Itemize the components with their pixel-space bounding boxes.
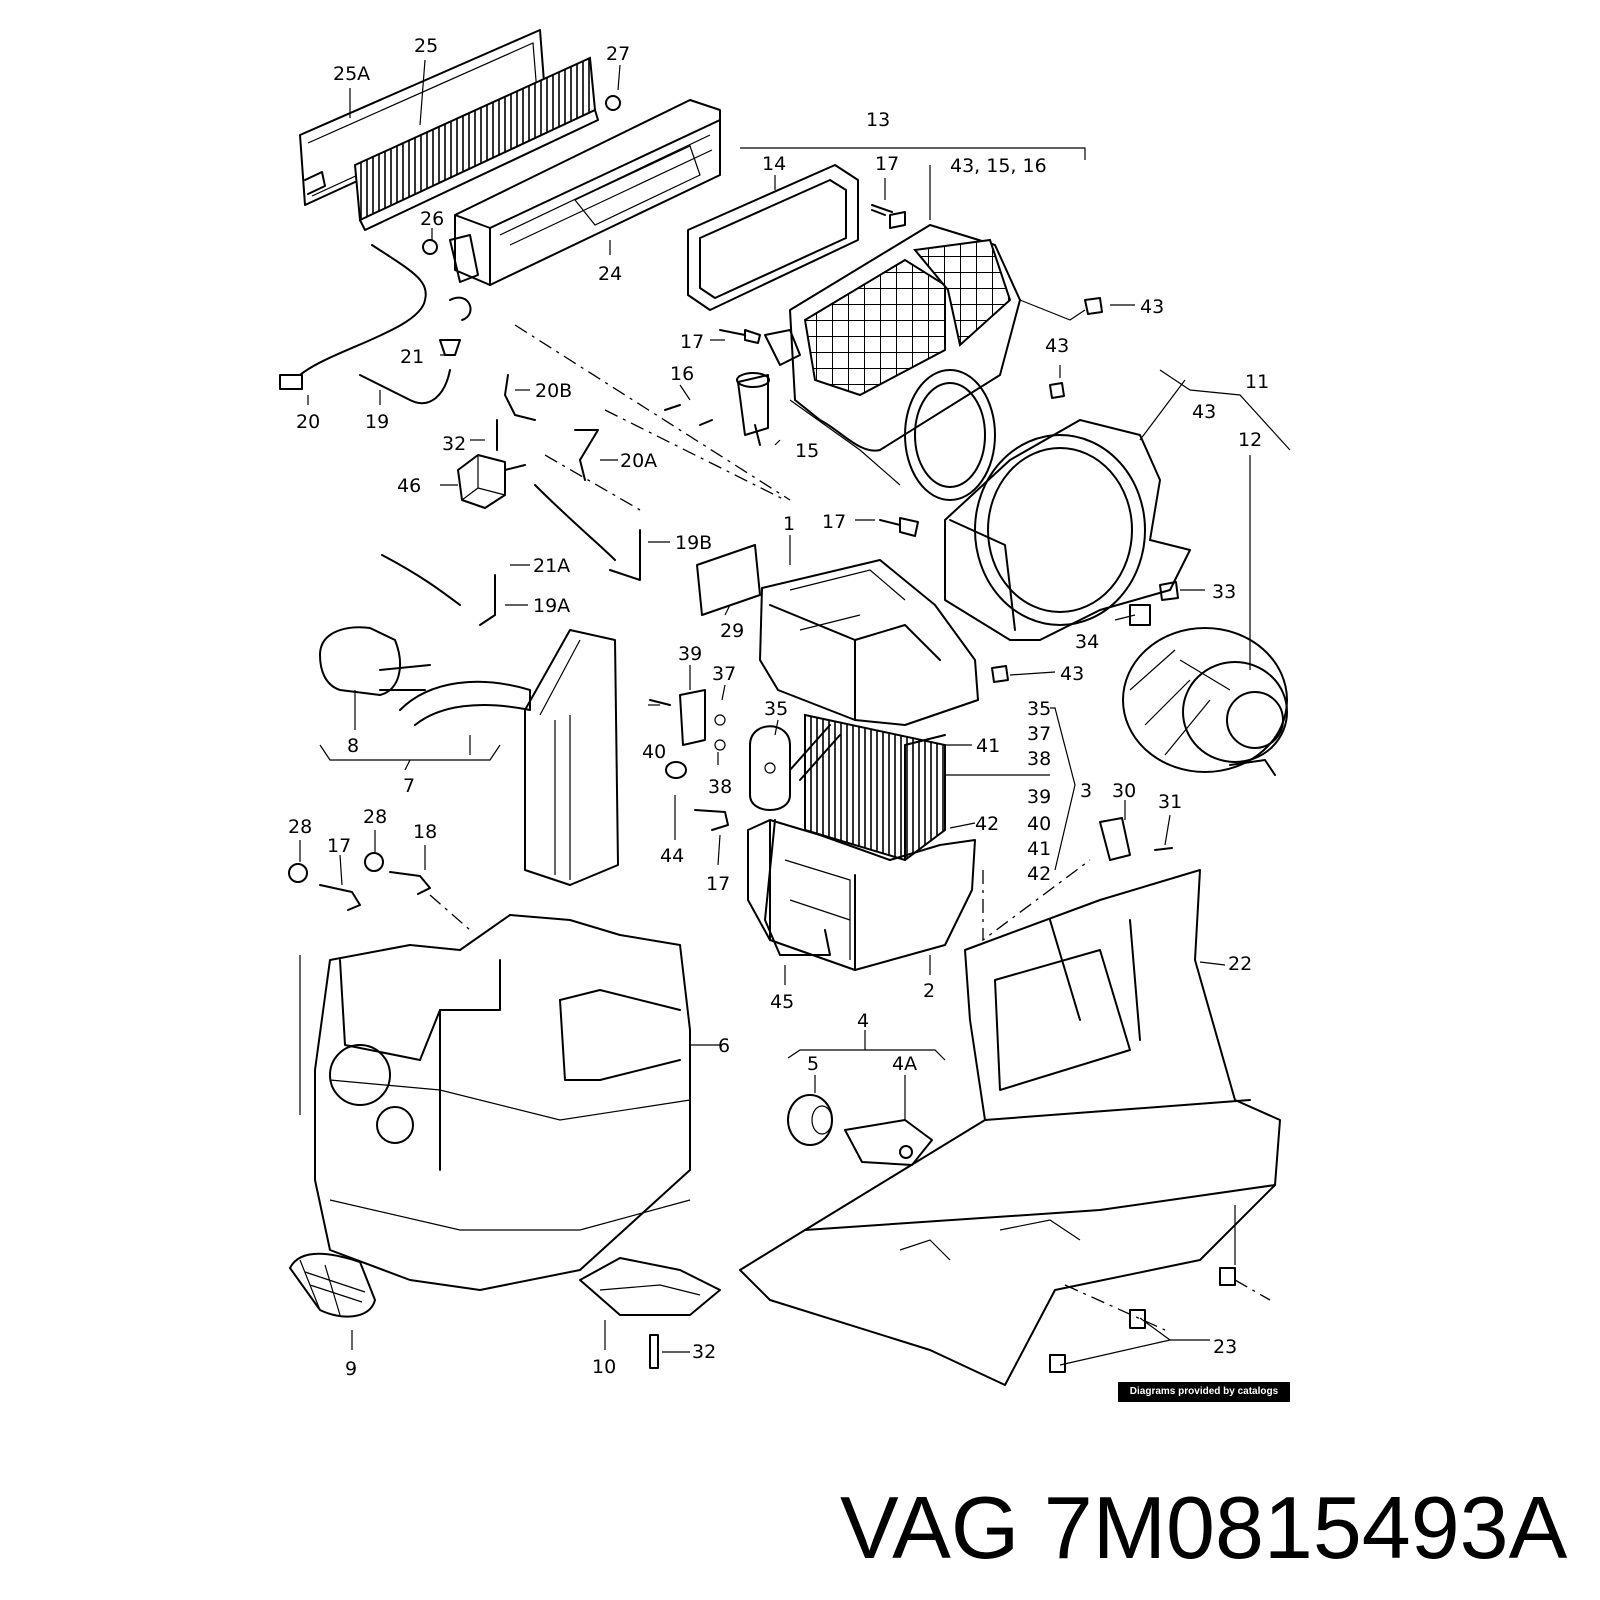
- main-heater-housing-6: [314, 914, 691, 1291]
- blower-housing-11: [944, 419, 1191, 641]
- assembly-lines: [429, 324, 1271, 1331]
- callout-16: 16: [670, 363, 694, 385]
- callout-33: 33: [1212, 581, 1236, 603]
- expansion-valve-39: [679, 689, 726, 751]
- callout-44: 44: [660, 845, 684, 867]
- callout-41-b: 41: [1027, 838, 1051, 860]
- callout-32-a: 32: [442, 433, 466, 455]
- callout-35-a: 35: [764, 698, 788, 720]
- callout-45: 45: [770, 991, 794, 1013]
- callout-37-a: 37: [712, 663, 736, 685]
- leader-lines: [299, 59, 1291, 1366]
- callout-37-b: 37: [1027, 723, 1051, 745]
- callout-17-b: 17: [680, 331, 704, 353]
- filter-pad-29: [696, 544, 761, 616]
- callout-labels: 25A 25 27 13 14 17 43, 15, 16 26 24 43 2…: [288, 35, 1269, 1380]
- seal-35: [749, 725, 791, 811]
- callout-43-15-16: 43, 15, 16: [950, 155, 1047, 177]
- part-number-title: VAG 7M0815493A: [840, 1478, 1568, 1577]
- callout-43-c: 43: [1192, 401, 1216, 423]
- callout-18: 18: [413, 821, 437, 843]
- cover-22: [739, 869, 1281, 1386]
- callout-39-a: 39: [678, 643, 702, 665]
- callout-25: 25: [414, 35, 438, 57]
- callout-7: 7: [403, 775, 415, 797]
- callout-24: 24: [598, 263, 622, 285]
- fasteners: [288, 204, 1236, 1373]
- callout-39-b: 39: [1027, 786, 1051, 808]
- mount-4a: [844, 1119, 933, 1166]
- callout-5: 5: [807, 1053, 819, 1075]
- callout-1: 1: [783, 513, 795, 535]
- callout-43-b: 43: [1045, 335, 1069, 357]
- callout-11: 11: [1245, 371, 1269, 393]
- callout-42-a: 42: [975, 813, 999, 835]
- diagram-credit-badge: Diagrams provided by catalogs parts: [1118, 1382, 1290, 1417]
- callout-35-b: 35: [1027, 698, 1051, 720]
- callout-31: 31: [1158, 791, 1182, 813]
- upper-housing-13: [764, 224, 1021, 501]
- callout-4a: 4A: [892, 1053, 917, 1075]
- callout-17-d: 17: [327, 835, 351, 857]
- callout-21a: 21A: [533, 555, 570, 577]
- callout-28-b: 28: [363, 806, 387, 828]
- callout-34: 34: [1075, 631, 1099, 653]
- filter-element-25: [353, 56, 599, 231]
- callout-30: 30: [1112, 780, 1136, 802]
- actuator-46: [457, 419, 526, 509]
- callout-15: 15: [795, 440, 819, 462]
- callout-6: 6: [718, 1035, 730, 1057]
- callout-40-b: 40: [1027, 813, 1051, 835]
- vent-9: [289, 1252, 376, 1318]
- callout-46: 46: [397, 475, 421, 497]
- callout-21: 21: [400, 346, 424, 368]
- callout-8: 8: [347, 735, 359, 757]
- callout-38-b: 38: [708, 776, 732, 798]
- resistor-15: [736, 372, 770, 446]
- callout-43-a: 43: [1140, 296, 1164, 318]
- callout-19: 19: [365, 411, 389, 433]
- callout-28-a: 28: [288, 816, 312, 838]
- callout-41-a: 41: [976, 735, 1000, 757]
- callout-3: 3: [1080, 780, 1092, 802]
- mount-5: [787, 1094, 833, 1146]
- callout-9: 9: [345, 1358, 357, 1380]
- callout-43-d: 43: [1060, 663, 1084, 685]
- callout-2: 2: [923, 980, 935, 1002]
- callout-22: 22: [1228, 953, 1252, 975]
- callout-17-top: 17: [875, 153, 899, 175]
- callout-27: 27: [606, 43, 630, 65]
- callout-10: 10: [592, 1356, 616, 1378]
- callout-17-e: 17: [706, 873, 730, 895]
- hose-45: [764, 819, 831, 956]
- callout-20a: 20A: [620, 450, 657, 472]
- duct-10: [579, 1257, 721, 1316]
- callout-23: 23: [1213, 1336, 1237, 1358]
- blower-motor-12: [1122, 627, 1288, 776]
- callout-13: 13: [866, 109, 890, 131]
- sensor-tubes: [381, 374, 641, 626]
- callout-20b: 20B: [535, 380, 572, 402]
- callout-25a: 25A: [333, 63, 370, 85]
- heater-core-7: [319, 626, 619, 886]
- callout-12: 12: [1238, 429, 1262, 451]
- wiring-harness-19-20: [279, 244, 472, 405]
- callout-38-a: 38: [1027, 748, 1051, 770]
- callout-29: 29: [720, 620, 744, 642]
- callout-42-b: 42: [1027, 863, 1051, 885]
- callout-20: 20: [296, 411, 320, 433]
- callout-26: 26: [420, 208, 444, 230]
- callout-19a: 19A: [533, 595, 570, 617]
- callout-4: 4: [857, 1010, 869, 1032]
- callout-19b: 19B: [675, 532, 712, 554]
- evaporator-housing-upper-1: [759, 559, 979, 726]
- callout-17-c: 17: [822, 511, 846, 533]
- filter-housing-24: [422, 95, 721, 286]
- callout-40-a: 40: [642, 741, 666, 763]
- evaporator-41: [789, 713, 946, 862]
- callout-14: 14: [762, 153, 786, 175]
- seal-14: [687, 164, 859, 311]
- callout-32-b: 32: [692, 1341, 716, 1363]
